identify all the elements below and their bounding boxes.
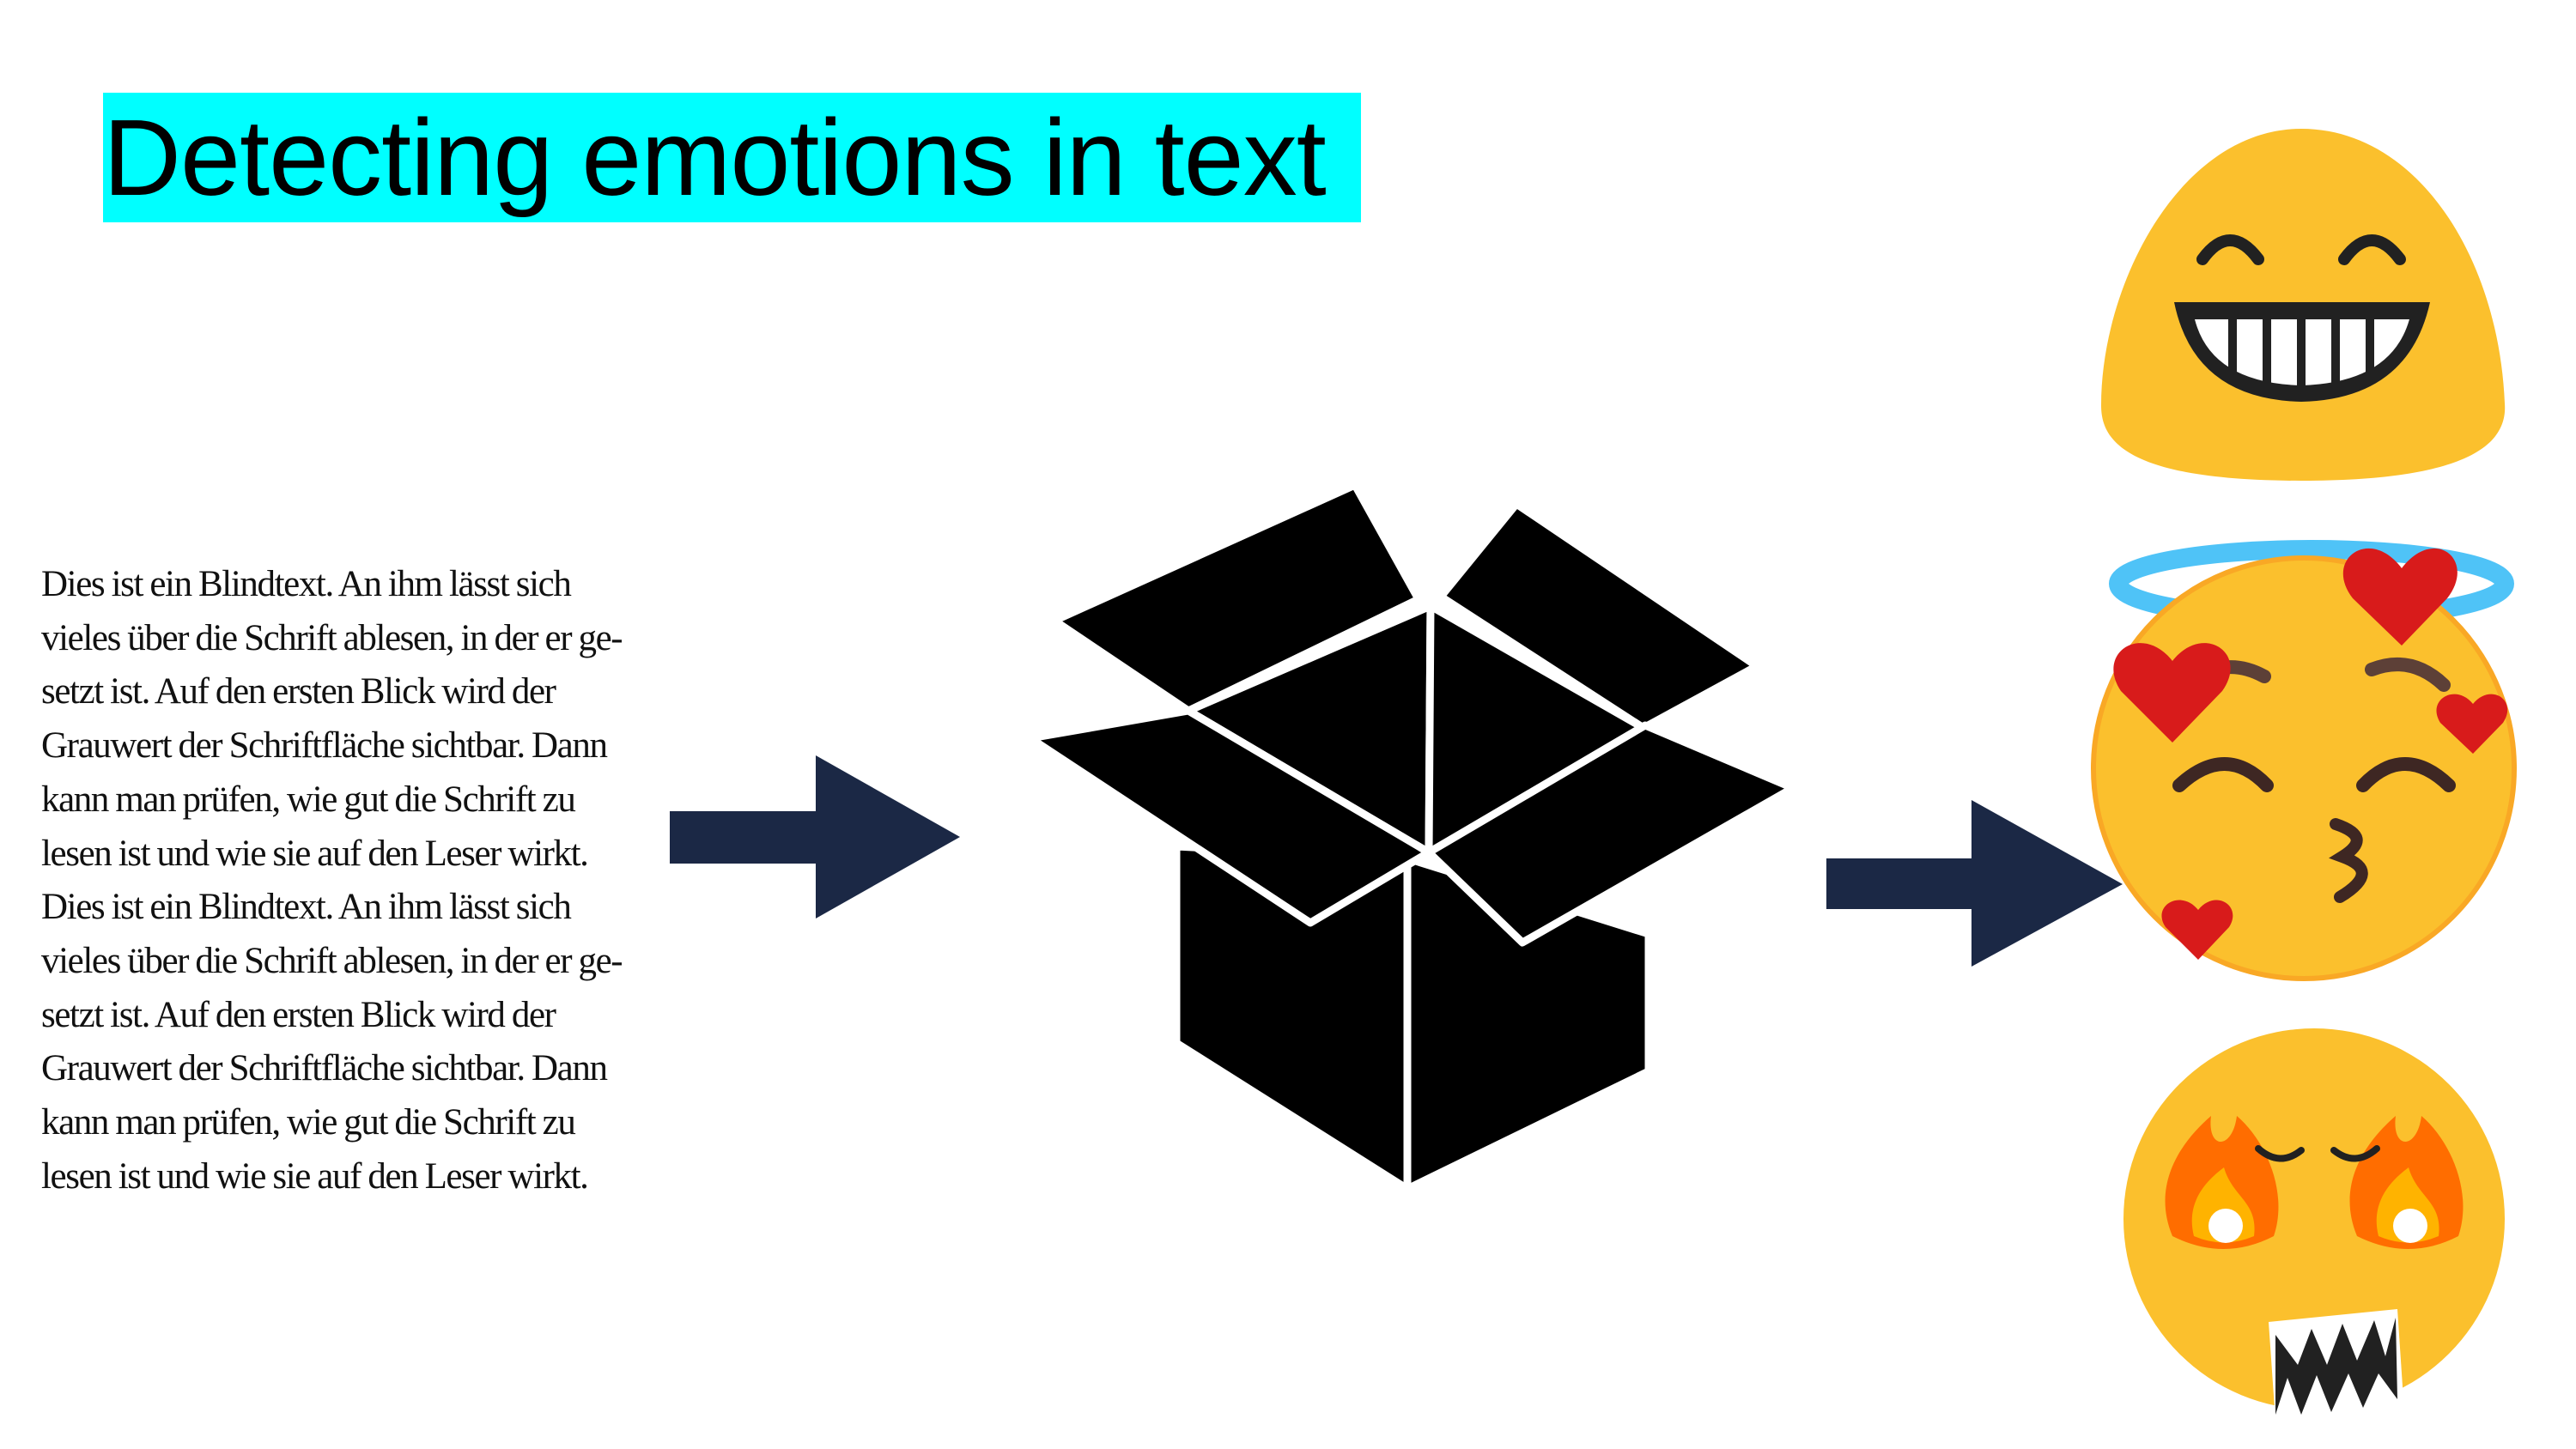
text-line: setzt ist. Auf den ersten Blick wird der — [41, 671, 556, 712]
page-title: Detecting emotions in text — [103, 93, 1361, 222]
text-line: Grauwert der Schriftfläche sichtbar. Dan… — [41, 725, 608, 767]
face-with-fire-eyes-icon — [2123, 1028, 2505, 1421]
arrow-right-icon — [1826, 800, 2123, 967]
text-line: setzt ist. Auf den ersten Blick wird der — [41, 994, 556, 1035]
text-line: Dies ist ein Blindtext. An ihm lässt sic… — [41, 887, 572, 928]
text-line: kann man prüfen, wie gut die Schrift zu — [41, 779, 576, 820]
text-line: vieles über die Schrift ablesen, in der … — [41, 617, 623, 658]
sample-text-block: Dies ist ein Blindtext. An ihm lässt sic… — [41, 558, 623, 1203]
arrow-right-icon — [670, 755, 960, 919]
text-line: Grauwert der Schriftfläche sichtbar. Dan… — [41, 1048, 608, 1089]
text-line: vieles über die Schrift ablesen, in der … — [41, 940, 623, 981]
text-line: kann man prüfen, wie gut die Schrift zu — [41, 1102, 576, 1143]
text-line: Dies ist ein Blindtext. An ihm lässt sic… — [41, 564, 572, 604]
open-box-icon — [1026, 481, 1797, 1193]
smiling-face-with-hearts-icon — [2091, 540, 2517, 981]
text-line: lesen ist und wie sie auf den Leser wirk… — [41, 833, 589, 874]
grinning-face-icon — [2101, 129, 2506, 481]
text-line: lesen ist und wie sie auf den Leser wirk… — [41, 1155, 589, 1197]
